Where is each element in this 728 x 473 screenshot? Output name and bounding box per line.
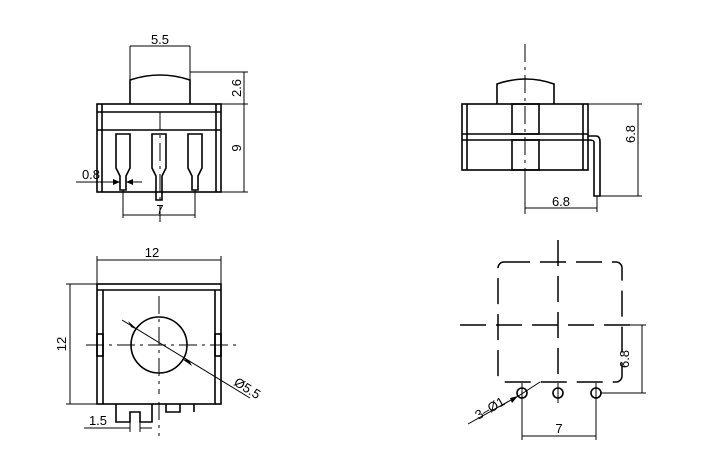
- pin-middle: [151, 133, 167, 201]
- view-bottom-right: 6.8 3–Ø1 7: [460, 240, 646, 440]
- dim-tab-width: 1.5: [89, 413, 107, 428]
- body-outline: [96, 103, 222, 193]
- dim-body-height: 9: [229, 144, 244, 151]
- dim-holes: 3–Ø1: [472, 394, 507, 423]
- actuator-slot-top: [511, 103, 540, 135]
- arrowhead: [510, 396, 518, 403]
- dim-width: 12: [145, 245, 159, 260]
- arrowhead: [113, 179, 120, 185]
- footprint-outline: [497, 261, 623, 383]
- dim-body-width: 5.5: [151, 32, 169, 47]
- cap-outline: [496, 78, 555, 104]
- dim-hole-diameter: Ø5.5: [231, 374, 263, 402]
- dim-height: 12: [54, 337, 69, 351]
- cap-outline: [129, 74, 191, 104]
- view-top-left: 5.5 2.6 9 0.8 7: [76, 32, 248, 222]
- dim-height: 6.8: [623, 125, 638, 143]
- leader-line: [519, 381, 541, 396]
- leader-line: [121, 319, 251, 399]
- view-top-right: 6.8 6.8: [461, 44, 642, 214]
- dim-pitch-vertical: 6.8: [617, 350, 632, 368]
- dim-cap-height: 2.6: [229, 79, 244, 97]
- bent-pin: [587, 135, 601, 197]
- dim-pin-pitch: 7: [156, 202, 163, 217]
- view-bottom-left: 12 12 Ø5.5 1.5: [54, 245, 263, 436]
- pin-left: [115, 133, 131, 191]
- arrowhead: [128, 321, 138, 330]
- dim-pin-width: 0.8: [82, 167, 100, 182]
- dim-pitch: 7: [555, 421, 562, 436]
- arrowhead: [126, 179, 133, 185]
- dim-pin-offset: 6.8: [552, 194, 570, 209]
- arrowhead: [182, 359, 192, 366]
- bottom-tabs: [115, 404, 195, 423]
- pin-right: [187, 133, 203, 191]
